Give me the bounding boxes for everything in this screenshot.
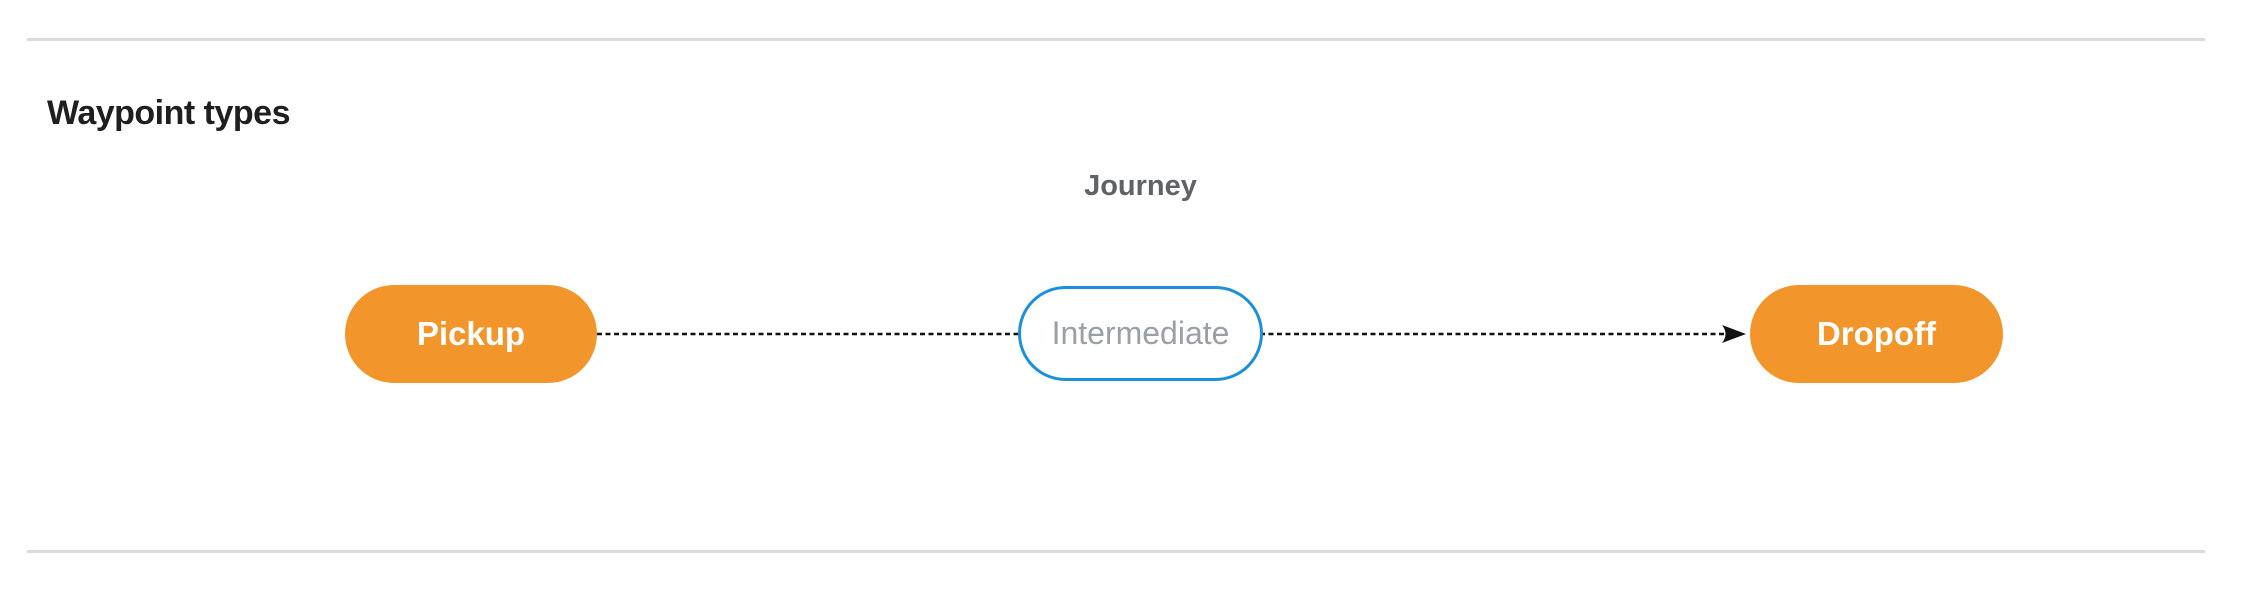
bottom-divider [27,550,2205,553]
journey-label: Journey [1084,170,1197,202]
intermediate-node: Intermediate [1018,286,1263,381]
pickup-node: Pickup [345,285,597,383]
dropoff-node-label: Dropoff [1816,315,1937,352]
top-divider [27,38,2205,41]
intermediate-node-label: Intermediate [1051,315,1230,351]
section-title: Waypoint types [47,94,291,133]
dropoff-node: Dropoff [1750,285,2003,383]
pickup-node-label: Pickup [416,315,526,352]
